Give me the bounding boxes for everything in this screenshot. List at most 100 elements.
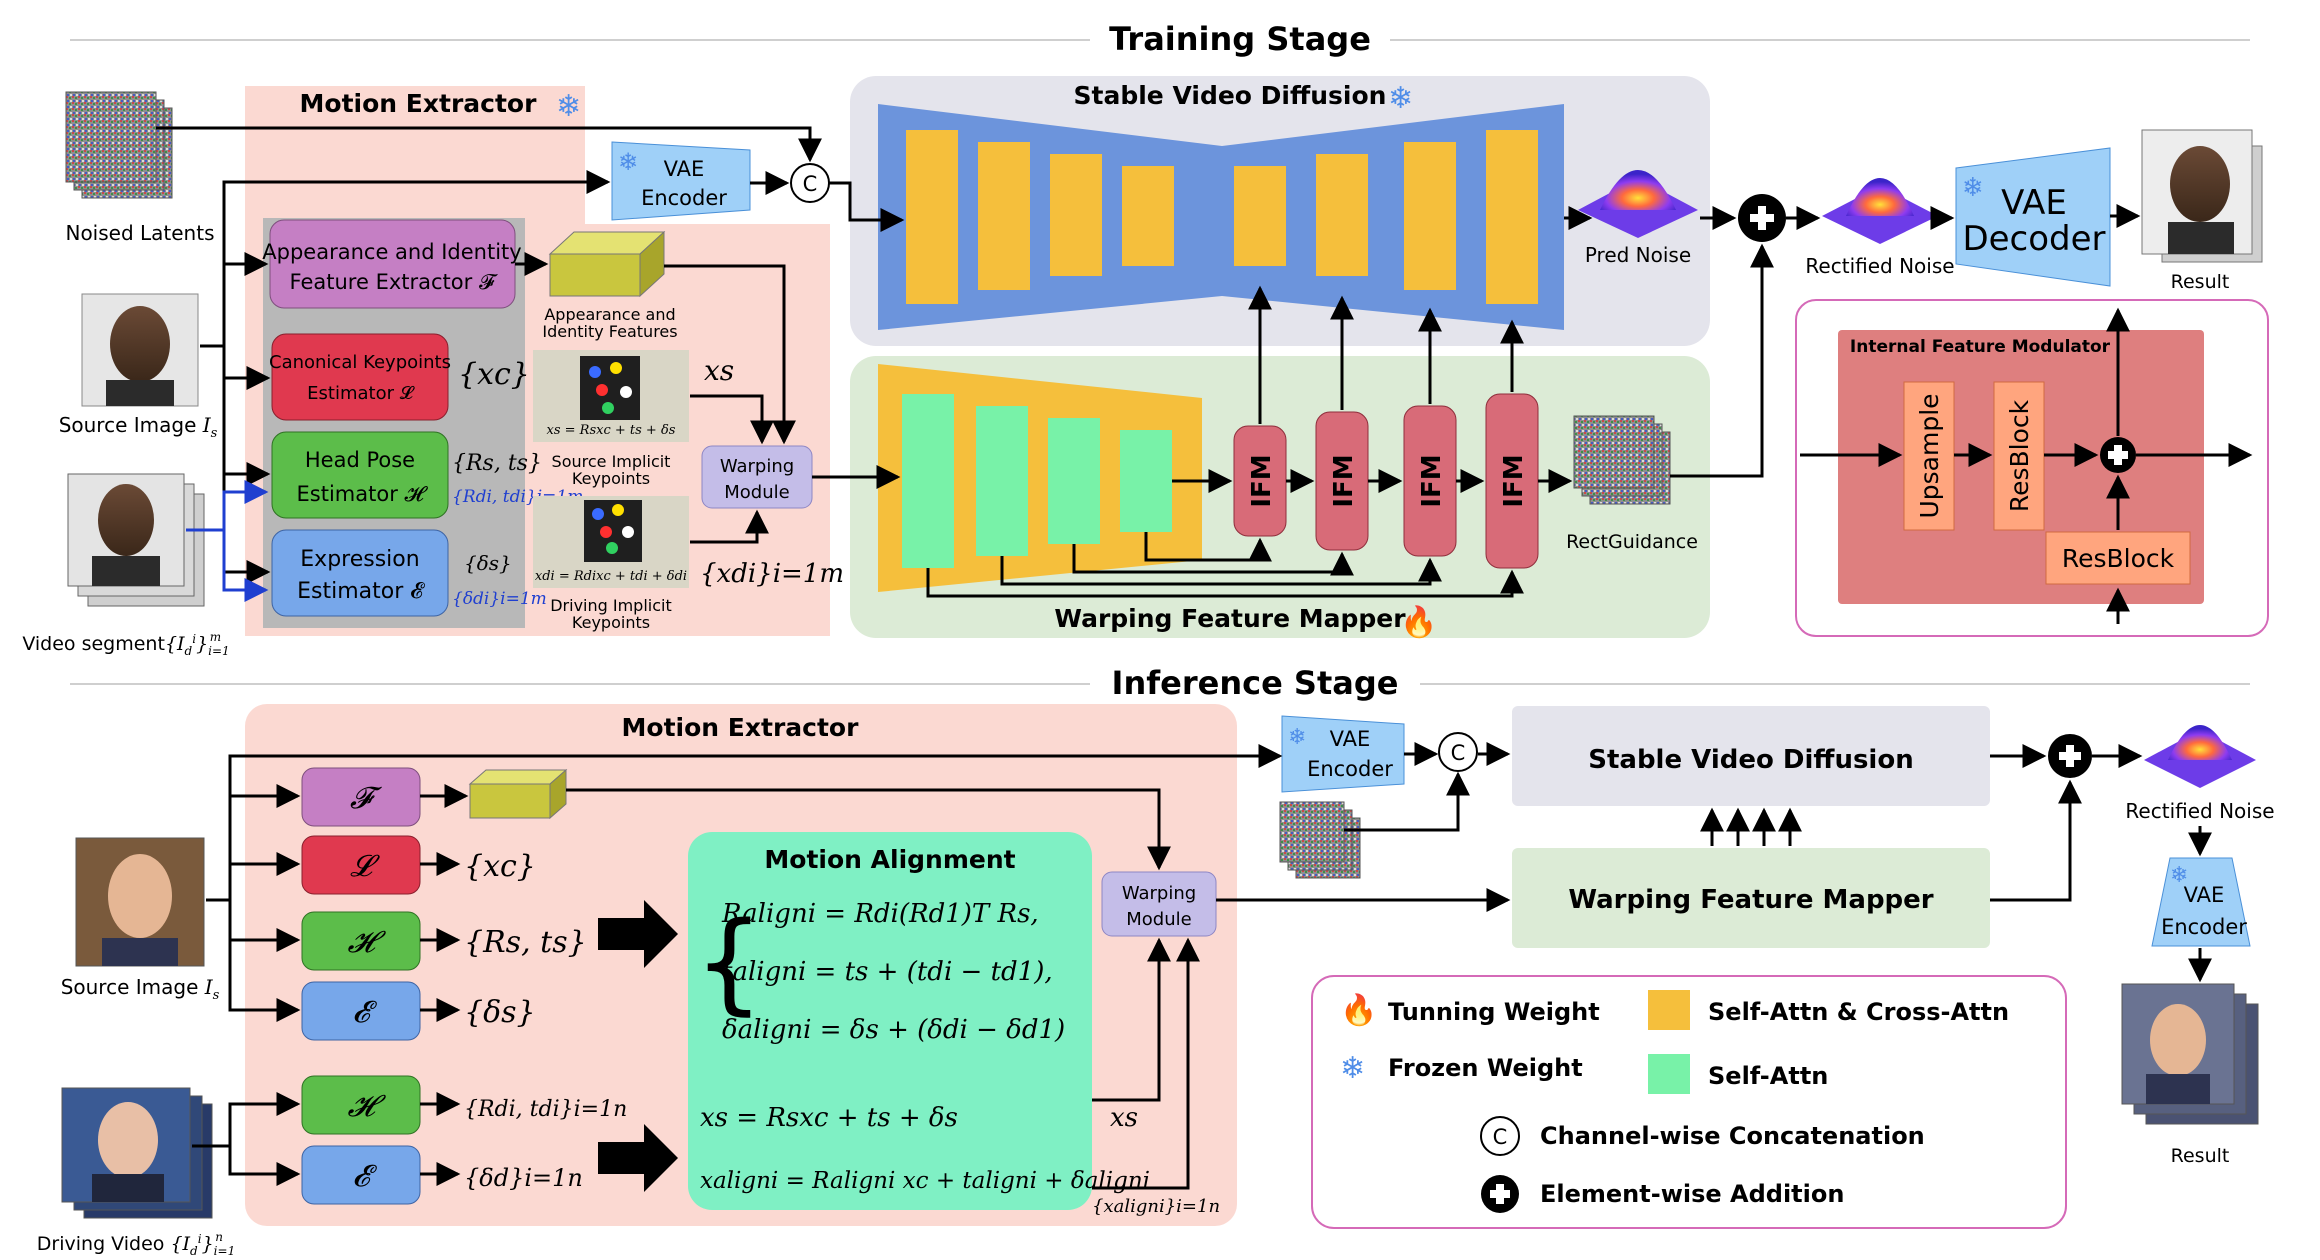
svg-text:IFM: IFM: [1247, 454, 1277, 507]
inference-delta-s: {δs}: [464, 995, 536, 1030]
canonical-keypoints-estimator: Canonical Keypoints Estimator 𝓛: [269, 333, 451, 421]
inference-vae-encoder: ❄ VAE Encoder: [1281, 715, 1405, 793]
rectified-noise-label: Rectified Noise: [1805, 254, 1954, 278]
driving-keypoints-label: Driving Implicit: [550, 596, 672, 615]
inference-concat-symbol: C: [1451, 741, 1466, 765]
snowflake-icon: ❄: [556, 89, 581, 124]
svg-text:C: C: [1493, 1125, 1508, 1149]
svg-text:Estimator 𝓗: Estimator 𝓗: [297, 482, 429, 506]
head-pose-estimator: Head Pose Estimator 𝓗: [271, 431, 449, 519]
legend-element-add: Element-wise Addition: [1540, 1180, 1844, 1208]
xd-set: {xdi}i=1m: [700, 559, 844, 589]
motion-extractor-title: Motion Extractor: [300, 89, 538, 118]
svg-text:VAE: VAE: [664, 157, 705, 181]
upsample-block: [1903, 381, 1955, 531]
inference-rectified-noise-label: Rectified Noise: [2125, 799, 2274, 823]
legend-frozen: Frozen Weight: [1388, 1054, 1583, 1082]
inference-rd-td: {Rdi, tdi}i=1n: [464, 1097, 627, 1122]
wfm-block-4: [1120, 430, 1172, 532]
delta-s-output: {δs}: [464, 551, 512, 575]
resblock-horizontal: [2045, 531, 2191, 585]
svg-text:Stable Video Diffusion: Stable Video Diffusion: [1588, 745, 1913, 775]
source-image-label: Source Image Is: [59, 413, 218, 441]
svg-text:Encoder: Encoder: [641, 186, 727, 210]
legend-self-cross: Self-Attn & Cross-Attn: [1708, 998, 2009, 1026]
inference-rs-ts: {Rs, ts}: [464, 925, 587, 960]
svg-text:Canonical Keypoints: Canonical Keypoints: [269, 352, 451, 373]
pred-noise-icon: [1578, 170, 1698, 238]
fire-icon: 🔥: [1400, 604, 1437, 640]
resblock-vertical: [1993, 381, 2045, 531]
legend-green-swatch: [1648, 1054, 1690, 1094]
svg-text:Module: Module: [1126, 909, 1191, 930]
training-wfm-panel: IFM IFM IFM IFM Warping Feature Mapper 🔥: [850, 356, 1710, 640]
svd-block-8: [1486, 130, 1538, 304]
appearance-features-label-2: Identity Features: [542, 322, 677, 341]
legend-tuning: Tunning Weight: [1388, 998, 1600, 1026]
source-keypoints-label: Source Implicit: [552, 452, 671, 471]
svd-block-1: [906, 130, 958, 304]
noised-latents-label: Noised Latents: [65, 221, 214, 245]
inference-add-icon: [2048, 734, 2092, 778]
legend-panel: 🔥 Tunning Weight ❄ Frozen Weight Self-At…: [1311, 975, 2067, 1229]
xs-label: xs: [704, 354, 734, 387]
svg-text:Upsample: Upsample: [1915, 393, 1944, 518]
expression-estimator: Expression Estimator 𝓔: [271, 529, 449, 617]
fire-icon: 🔥: [1340, 992, 1377, 1028]
source-keypoints-label-2: Keypoints: [572, 469, 650, 488]
vae-decoder: ❄ VAE Decoder: [1955, 147, 2111, 287]
svg-text:Warping Feature Mapper: Warping Feature Mapper: [1568, 885, 1933, 915]
svd-block-4: [1122, 166, 1174, 266]
svg-text:ResBlock: ResBlock: [2005, 399, 2034, 512]
inference-xc: {xc}: [464, 849, 536, 884]
inference-concat-circle: [1438, 732, 1478, 772]
wfm-block-3: [1048, 418, 1100, 544]
svg-text:VAE: VAE: [2001, 183, 2067, 223]
svg-text:VAE: VAE: [2184, 883, 2225, 907]
legend-concat-icon: [1480, 1116, 1520, 1156]
driving-video-label: Driving Video {Idi}i=1n: [37, 1230, 235, 1258]
inference-result-label: Result: [2171, 1145, 2230, 1167]
svg-text:IFM: IFM: [1499, 454, 1529, 507]
legend-channel-concat: Channel-wise Concatenation: [1540, 1122, 1925, 1150]
appearance-features-cube: [548, 230, 666, 298]
inference-svd: Stable Video Diffusion: [1512, 706, 1990, 806]
source-image-photo: [81, 293, 199, 407]
wfm-block-2: [976, 406, 1028, 556]
wfm-title: Warping Feature Mapper: [1054, 604, 1406, 633]
inference-source-image: [75, 837, 205, 967]
eq-t-align: taligni = ts + (tdi − td1),: [722, 957, 1053, 987]
inference-source-label: Source Image Is: [61, 975, 220, 1003]
source-keypoints-panel: [533, 350, 689, 442]
inference-arrows: [192, 742, 2212, 1190]
inference-motion-extractor-title: Motion Extractor: [622, 713, 860, 742]
video-segment-label: Video segment{Idi}i=1m: [22, 630, 229, 658]
big-arrow-1: [598, 900, 678, 968]
eq-delta-align: δaligni = δs + (δdi − δd1): [722, 1015, 1065, 1045]
inference-wfm: Warping Feature Mapper: [1512, 848, 1990, 948]
training-concat-symbol: C: [803, 172, 818, 196]
training-add-icon: [1738, 194, 1786, 242]
snowflake-icon: ❄: [1962, 173, 1984, 203]
svg-text:Appearance and Identity: Appearance and Identity: [262, 240, 521, 264]
pred-noise-label: Pred Noise: [1585, 243, 1691, 267]
svg-text:Module: Module: [724, 482, 789, 503]
svg-text:Estimator 𝓛: Estimator 𝓛: [307, 383, 415, 404]
svg-text:VAE: VAE: [1330, 727, 1371, 751]
svd-block-5: [1234, 166, 1286, 266]
svd-block-6: [1316, 154, 1368, 276]
snowflake-icon: ❄: [1388, 81, 1413, 116]
inference-xs-out: xs: [1110, 1103, 1138, 1133]
svg-text:Feature Extractor 𝓕: Feature Extractor 𝓕: [290, 270, 498, 294]
legend-yellow-swatch: [1648, 990, 1690, 1030]
delta-d-output: {δdi}i=1m: [452, 589, 547, 609]
driving-keypoints-panel: [533, 496, 689, 588]
svg-text:ResBlock: ResBlock: [2062, 544, 2175, 573]
inference-noise-latents: [1279, 801, 1361, 879]
xs-formula: xs = Rsxc + ts + δs: [547, 423, 676, 438]
inference-E-block: 𝓔: [301, 981, 421, 1041]
inference-xalign-set: {xaligni}i=1n: [1092, 1196, 1220, 1217]
inference-E-block-driving: 𝓔: [301, 1145, 421, 1205]
wfm-block-1: [902, 394, 954, 568]
svg-text:Decoder: Decoder: [1962, 219, 2105, 259]
